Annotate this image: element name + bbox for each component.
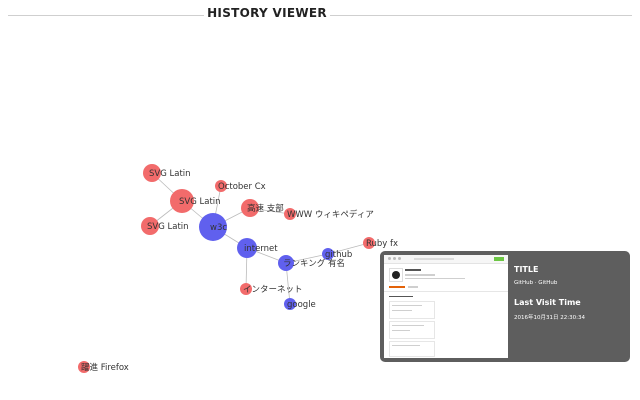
- thumbnail-meta: [405, 278, 465, 279]
- thumbnail-divider: [384, 291, 508, 292]
- page-thumbnail[interactable]: [384, 255, 508, 358]
- detail-panel: TITLE GitHub · GitHub Last Visit Time 20…: [380, 251, 630, 362]
- graph-node-internet_ja[interactable]: [240, 283, 252, 295]
- thumbnail-dot: [393, 257, 396, 260]
- graph-node-www_wiki[interactable]: [284, 208, 296, 220]
- thumbnail-section: [389, 296, 413, 297]
- graph-node-label: Ruby fx: [366, 239, 398, 249]
- thumbnail-topbar: [384, 255, 508, 264]
- graph-node-label: SVG Latin: [149, 169, 191, 179]
- graph-node-label: SVG Latin: [179, 197, 221, 207]
- thumbnail-text: [392, 325, 424, 326]
- thumbnail-tab: [389, 286, 405, 288]
- graph-node-label: October Cx: [218, 182, 266, 192]
- thumbnail-dot: [398, 257, 401, 260]
- visit-time-heading: Last Visit Time: [514, 298, 581, 307]
- graph-node-label: internet: [244, 244, 278, 254]
- graph-node-internet_en[interactable]: [237, 238, 257, 258]
- thumbnail-heading: [405, 269, 421, 271]
- graph-node-ruby[interactable]: [363, 237, 375, 249]
- thumbnail-subtext: [405, 274, 435, 276]
- graph-node-october[interactable]: [215, 180, 227, 192]
- graph-node-svg_latin_2[interactable]: [170, 189, 194, 213]
- graph-edge: [327, 242, 370, 255]
- graph-node-label: 高速 支部: [247, 203, 284, 214]
- thumbnail-text: [392, 305, 422, 306]
- graph-node-label: github: [325, 250, 352, 260]
- title-value: GitHub · GitHub: [514, 280, 558, 286]
- graph-node-github[interactable]: [322, 248, 334, 260]
- graph-node-w3c[interactable]: [199, 213, 227, 241]
- thumbnail-nav: [414, 258, 454, 260]
- header-divider-left: [8, 15, 204, 16]
- graph-node-label: WWW ウィキペディア: [287, 209, 374, 220]
- graph-node-shibu[interactable]: [241, 199, 259, 217]
- app-header: HISTORY VIEWER: [0, 0, 640, 30]
- title-heading: TITLE: [514, 265, 539, 274]
- graph-node-ranking[interactable]: [278, 255, 294, 271]
- page-title: HISTORY VIEWER: [207, 6, 327, 20]
- graph-node-label: w3c: [210, 223, 227, 233]
- header-divider-right: [330, 15, 632, 16]
- thumbnail-card: [389, 321, 435, 339]
- graph-node-label: ランキング 有名: [283, 258, 345, 269]
- page-info: TITLE GitHub · GitHub Last Visit Time 20…: [514, 265, 624, 321]
- thumbnail-text: [392, 345, 420, 346]
- thumbnail-text: [392, 330, 410, 331]
- visit-time-value: 2016年10月31日 22:30:34: [514, 315, 585, 321]
- thumbnail-dot: [388, 257, 391, 260]
- github-logo-icon: [389, 268, 403, 282]
- graph-node-label: 躍進 Firefox: [81, 363, 129, 373]
- graph-node-google[interactable]: [284, 298, 296, 310]
- thumbnail-card: [389, 341, 435, 357]
- graph-node-label: google: [287, 300, 316, 310]
- thumbnail-text: [392, 310, 412, 311]
- graph-node-svg_latin_1[interactable]: [143, 164, 161, 182]
- graph-node-svg_latin_3[interactable]: [141, 217, 159, 235]
- graph-node-label: インターネット: [243, 285, 303, 295]
- graph-node-label: SVG Latin: [147, 222, 189, 232]
- thumbnail-signup: [494, 257, 504, 261]
- thumbnail-tab-label: [408, 286, 418, 288]
- graph-node-firefox[interactable]: [78, 361, 90, 373]
- thumbnail-card: [389, 301, 435, 319]
